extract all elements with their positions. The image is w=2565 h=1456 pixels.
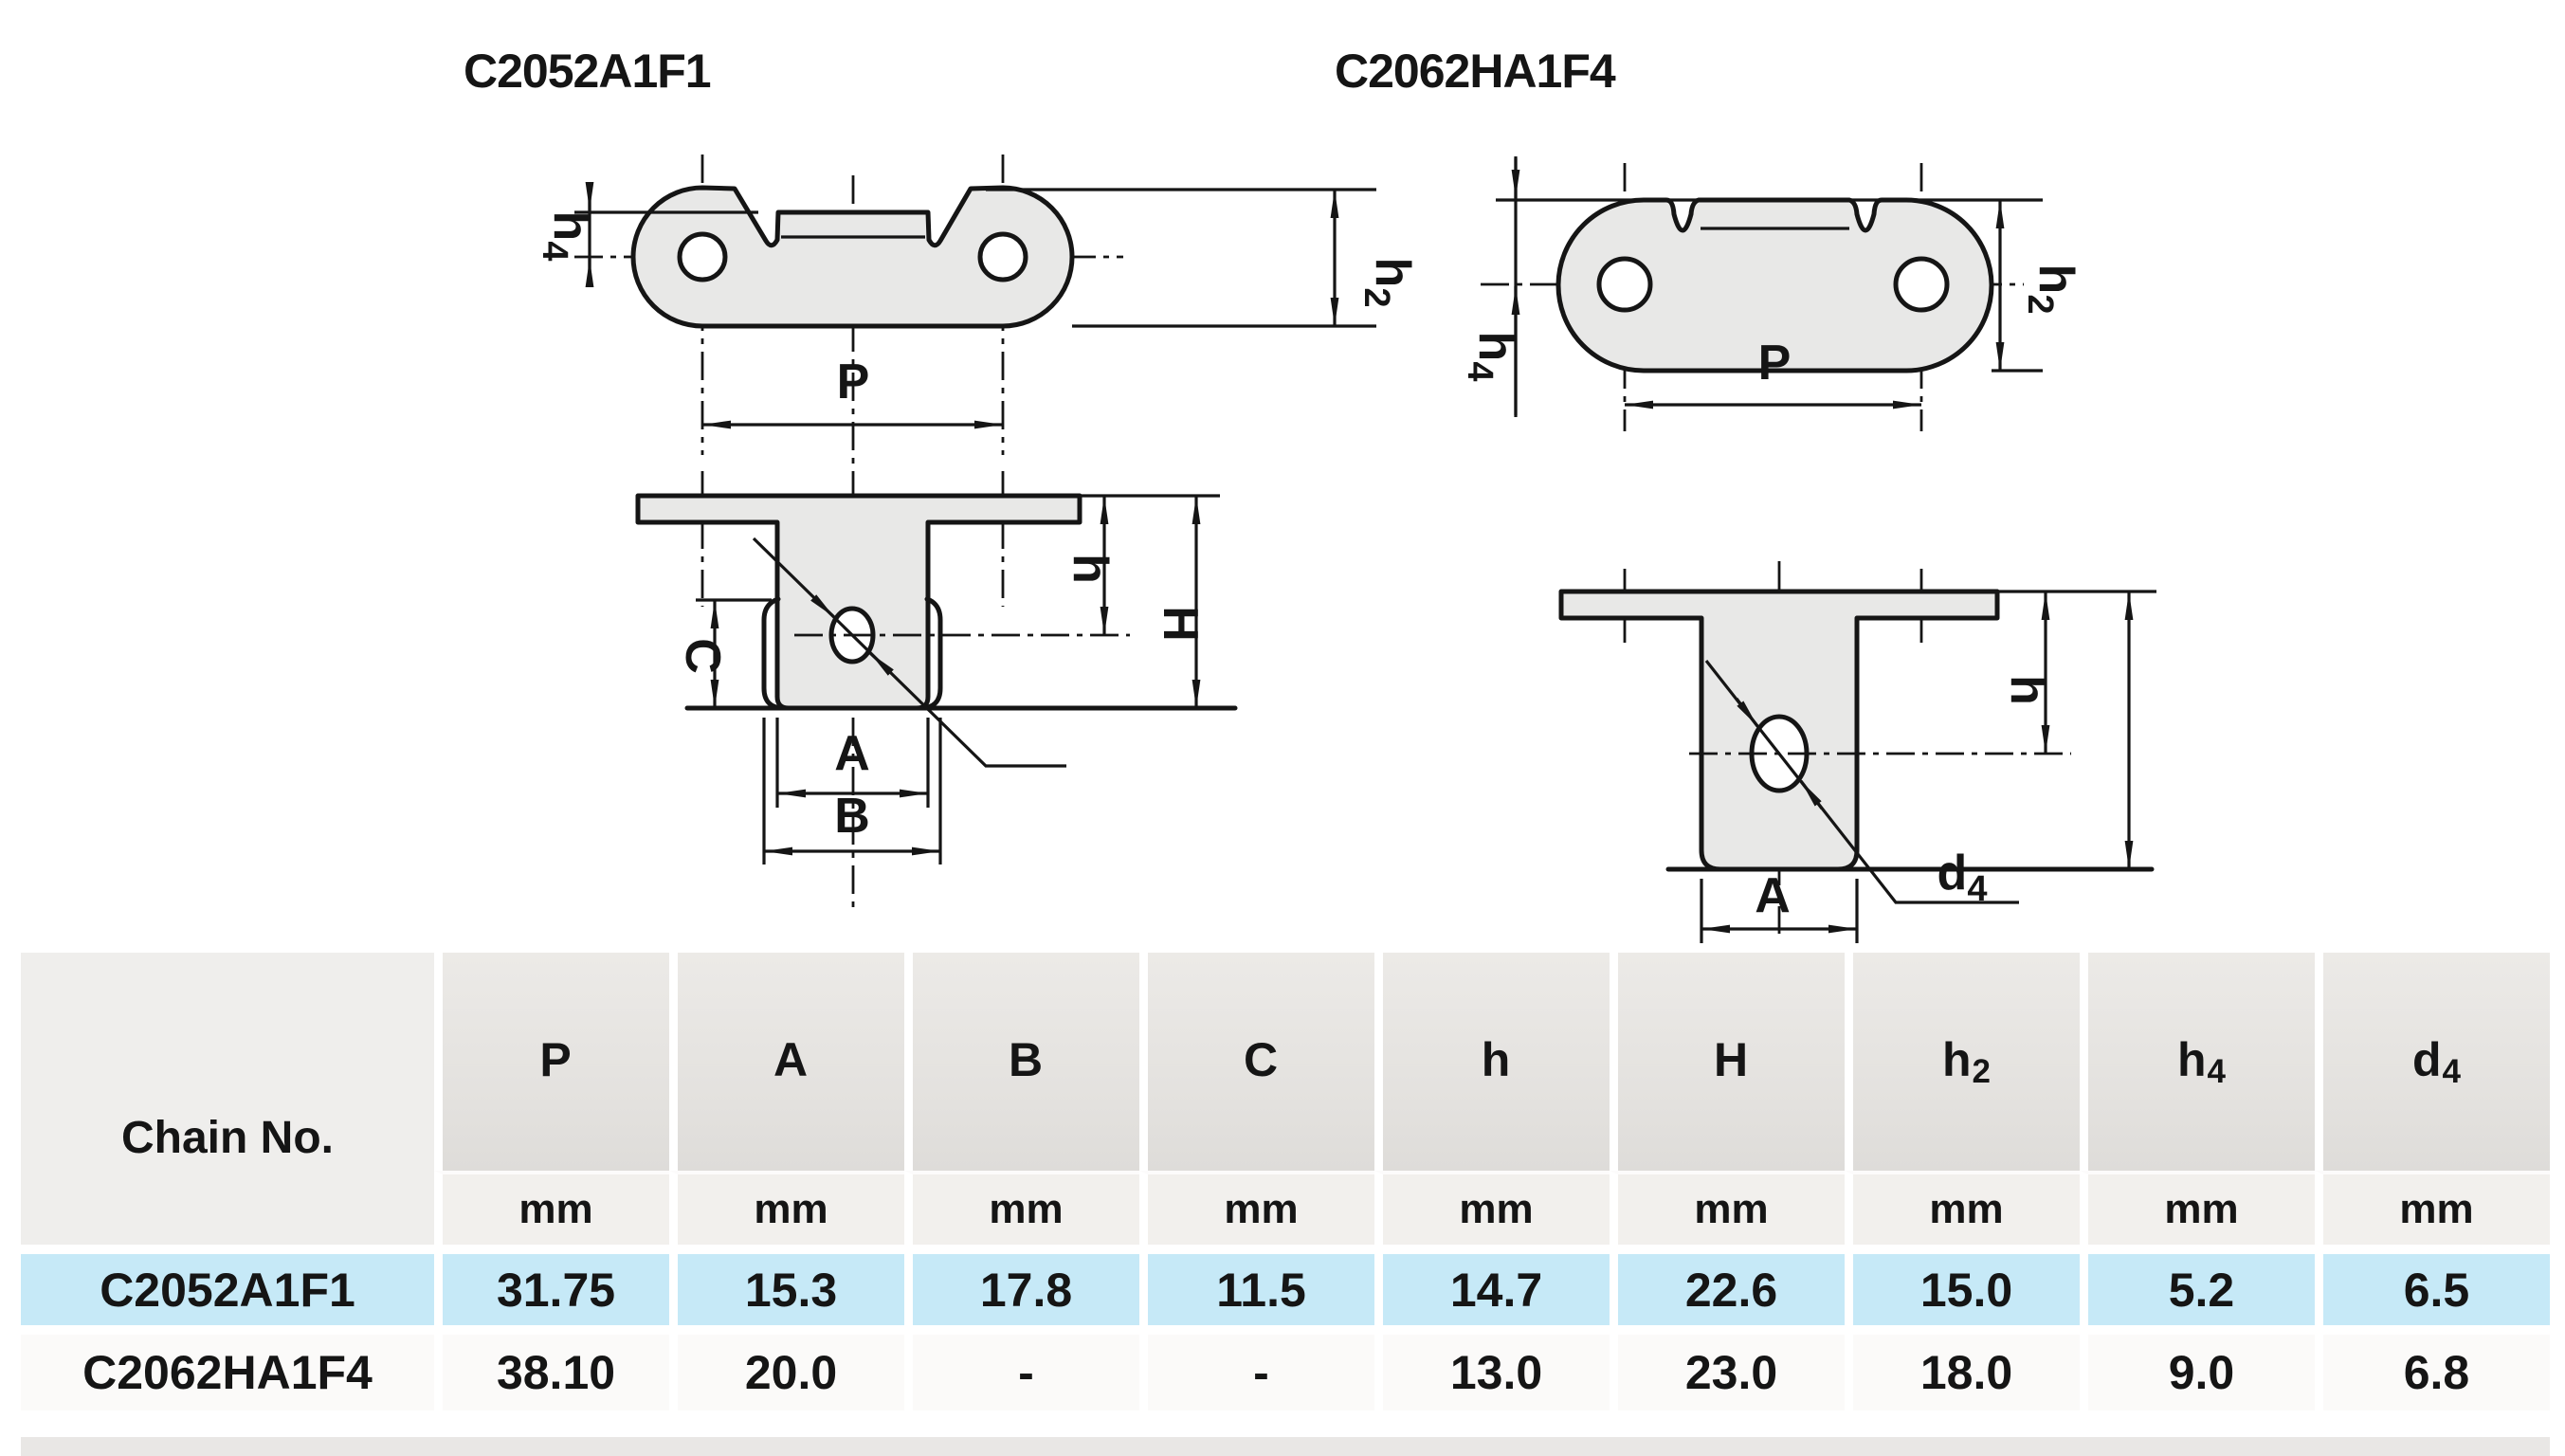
chain-no-value: C2052A1F1 [21, 1245, 434, 1325]
hole-leader [752, 537, 1066, 768]
table-row-c2062ha1f4: C2062HA1F4 38.10 20.0 - - 13.0 23.0 18.0… [21, 1325, 2550, 1410]
col-header-b: B [904, 953, 1139, 1171]
value-p: 38.10 [434, 1325, 669, 1410]
col-header-c: C [1139, 953, 1374, 1171]
dim-c: C [675, 598, 772, 708]
right-top-view: h4 h2 P [1460, 156, 2083, 431]
value-a: 20.0 [669, 1325, 904, 1410]
right-drawing-title: C2062HA1F4 [1335, 45, 1616, 98]
dimension-table: Chain No. P A B C h H h2 h4 d4 mm mm mm … [21, 953, 2550, 1410]
chain-no-header: Chain No. [21, 953, 434, 1245]
dim-label-h4: h4 [535, 211, 598, 262]
table-row-c2052a1f1: C2052A1F1 31.75 15.3 17.8 11.5 14.7 22.6… [21, 1245, 2550, 1325]
col-header-h4: h4 [2080, 953, 2315, 1171]
dim-label-h: h [2000, 675, 2055, 705]
unit-label: mm [904, 1171, 1139, 1245]
left-pin-hole [1596, 256, 1653, 313]
unit-label: mm [1845, 1171, 2080, 1245]
unit-label: mm [1374, 1171, 1610, 1245]
unit-label: mm [434, 1171, 669, 1245]
value-c: - [1139, 1325, 1374, 1410]
right-drawing: C2062HA1F4 h4 [1335, 45, 2156, 943]
left-top-view: h4 h2 P [535, 155, 1420, 910]
header-unit-row: mm mm mm mm mm mm mm mm mm [21, 1171, 2550, 1245]
dim-h4: h4 [535, 182, 758, 287]
dim-label-a: A [834, 726, 870, 781]
dim-label-h: h [1063, 554, 1118, 584]
chain-no-value: C2062HA1F4 [21, 1325, 434, 1410]
attachment-body [635, 493, 1082, 711]
dim-label-b: B [834, 789, 870, 844]
dim-label-c: C [675, 638, 730, 674]
dim-h2: h2 [986, 188, 1420, 328]
value-h2: 18.0 [1845, 1325, 2080, 1410]
col-header-a: A [669, 953, 904, 1171]
unit-label: mm [1610, 1171, 1845, 1245]
link-plate-outline [1555, 197, 1994, 373]
col-header-hh: H [1610, 953, 1845, 1171]
unit-label: mm [1139, 1171, 1374, 1245]
dim-label-a: A [1755, 868, 1791, 923]
dim-hh: H [1153, 496, 1208, 708]
dim-label-d4: d4 [1937, 846, 1988, 909]
dim-label-h2: h2 [1356, 258, 1420, 308]
value-h2: 15.0 [1845, 1245, 2080, 1325]
dim-h4: h4 [1460, 156, 1523, 417]
value-d4: 6.5 [2315, 1245, 2550, 1325]
col-header-p: P [434, 953, 669, 1171]
dim-p: P [1625, 336, 1921, 410]
value-hh: 22.6 [1610, 1245, 1845, 1325]
value-h4: 5.2 [2080, 1245, 2315, 1325]
col-header-h: h [1374, 953, 1610, 1171]
next-row-partial-edge [21, 1437, 2550, 1456]
value-hh: 23.0 [1610, 1325, 1845, 1410]
unit-label: mm [2315, 1171, 2550, 1245]
dim-h2: h2 [1995, 200, 2083, 371]
right-side-view: d4 h A [1558, 561, 2156, 943]
hole-leader-d4: d4 [1704, 660, 2019, 909]
dim-p: P [702, 355, 1003, 429]
col-header-h2: h2 [1845, 953, 2080, 1171]
value-h: 13.0 [1374, 1325, 1610, 1410]
col-header-d4: d4 [2315, 953, 2550, 1171]
value-p: 31.75 [434, 1245, 669, 1325]
value-d4: 6.8 [2315, 1325, 2550, 1410]
spec-table: Chain No. P A B C h H h2 h4 d4 mm mm mm … [21, 953, 2550, 1410]
dim-label-hh: H [1153, 606, 1208, 642]
left-drawing: C2052A1F1 h4 [464, 45, 1420, 910]
right-pin-hole [977, 231, 1028, 282]
value-h: 14.7 [1374, 1245, 1610, 1325]
dim-label-p: P [837, 355, 870, 410]
dim-label-h2: h2 [2020, 264, 2083, 315]
header-symbol-row: Chain No. P A B C h H h2 h4 d4 [21, 953, 2550, 1245]
unit-label: mm [2080, 1171, 2315, 1245]
value-h4: 9.0 [2080, 1325, 2315, 1410]
link-plate-outline [630, 185, 1075, 329]
dim-label-h4: h4 [1460, 332, 1523, 382]
unit-label: mm [669, 1171, 904, 1245]
left-side-view: C h H A [635, 471, 1238, 864]
value-b: - [904, 1325, 1139, 1410]
dim-b: B [762, 718, 942, 864]
right-pin-hole [1893, 256, 1950, 313]
left-pin-hole [677, 231, 728, 282]
value-c: 11.5 [1139, 1245, 1374, 1325]
value-b: 17.8 [904, 1245, 1139, 1325]
dim-h: h [1997, 590, 2156, 754]
dim-label-p: P [1758, 336, 1792, 391]
technical-drawings: C2052A1F1 h4 [464, 45, 2156, 943]
value-a: 15.3 [669, 1245, 904, 1325]
dim-a: A [1700, 868, 1859, 943]
dim-a: A [775, 718, 930, 808]
left-drawing-title: C2052A1F1 [464, 45, 711, 98]
